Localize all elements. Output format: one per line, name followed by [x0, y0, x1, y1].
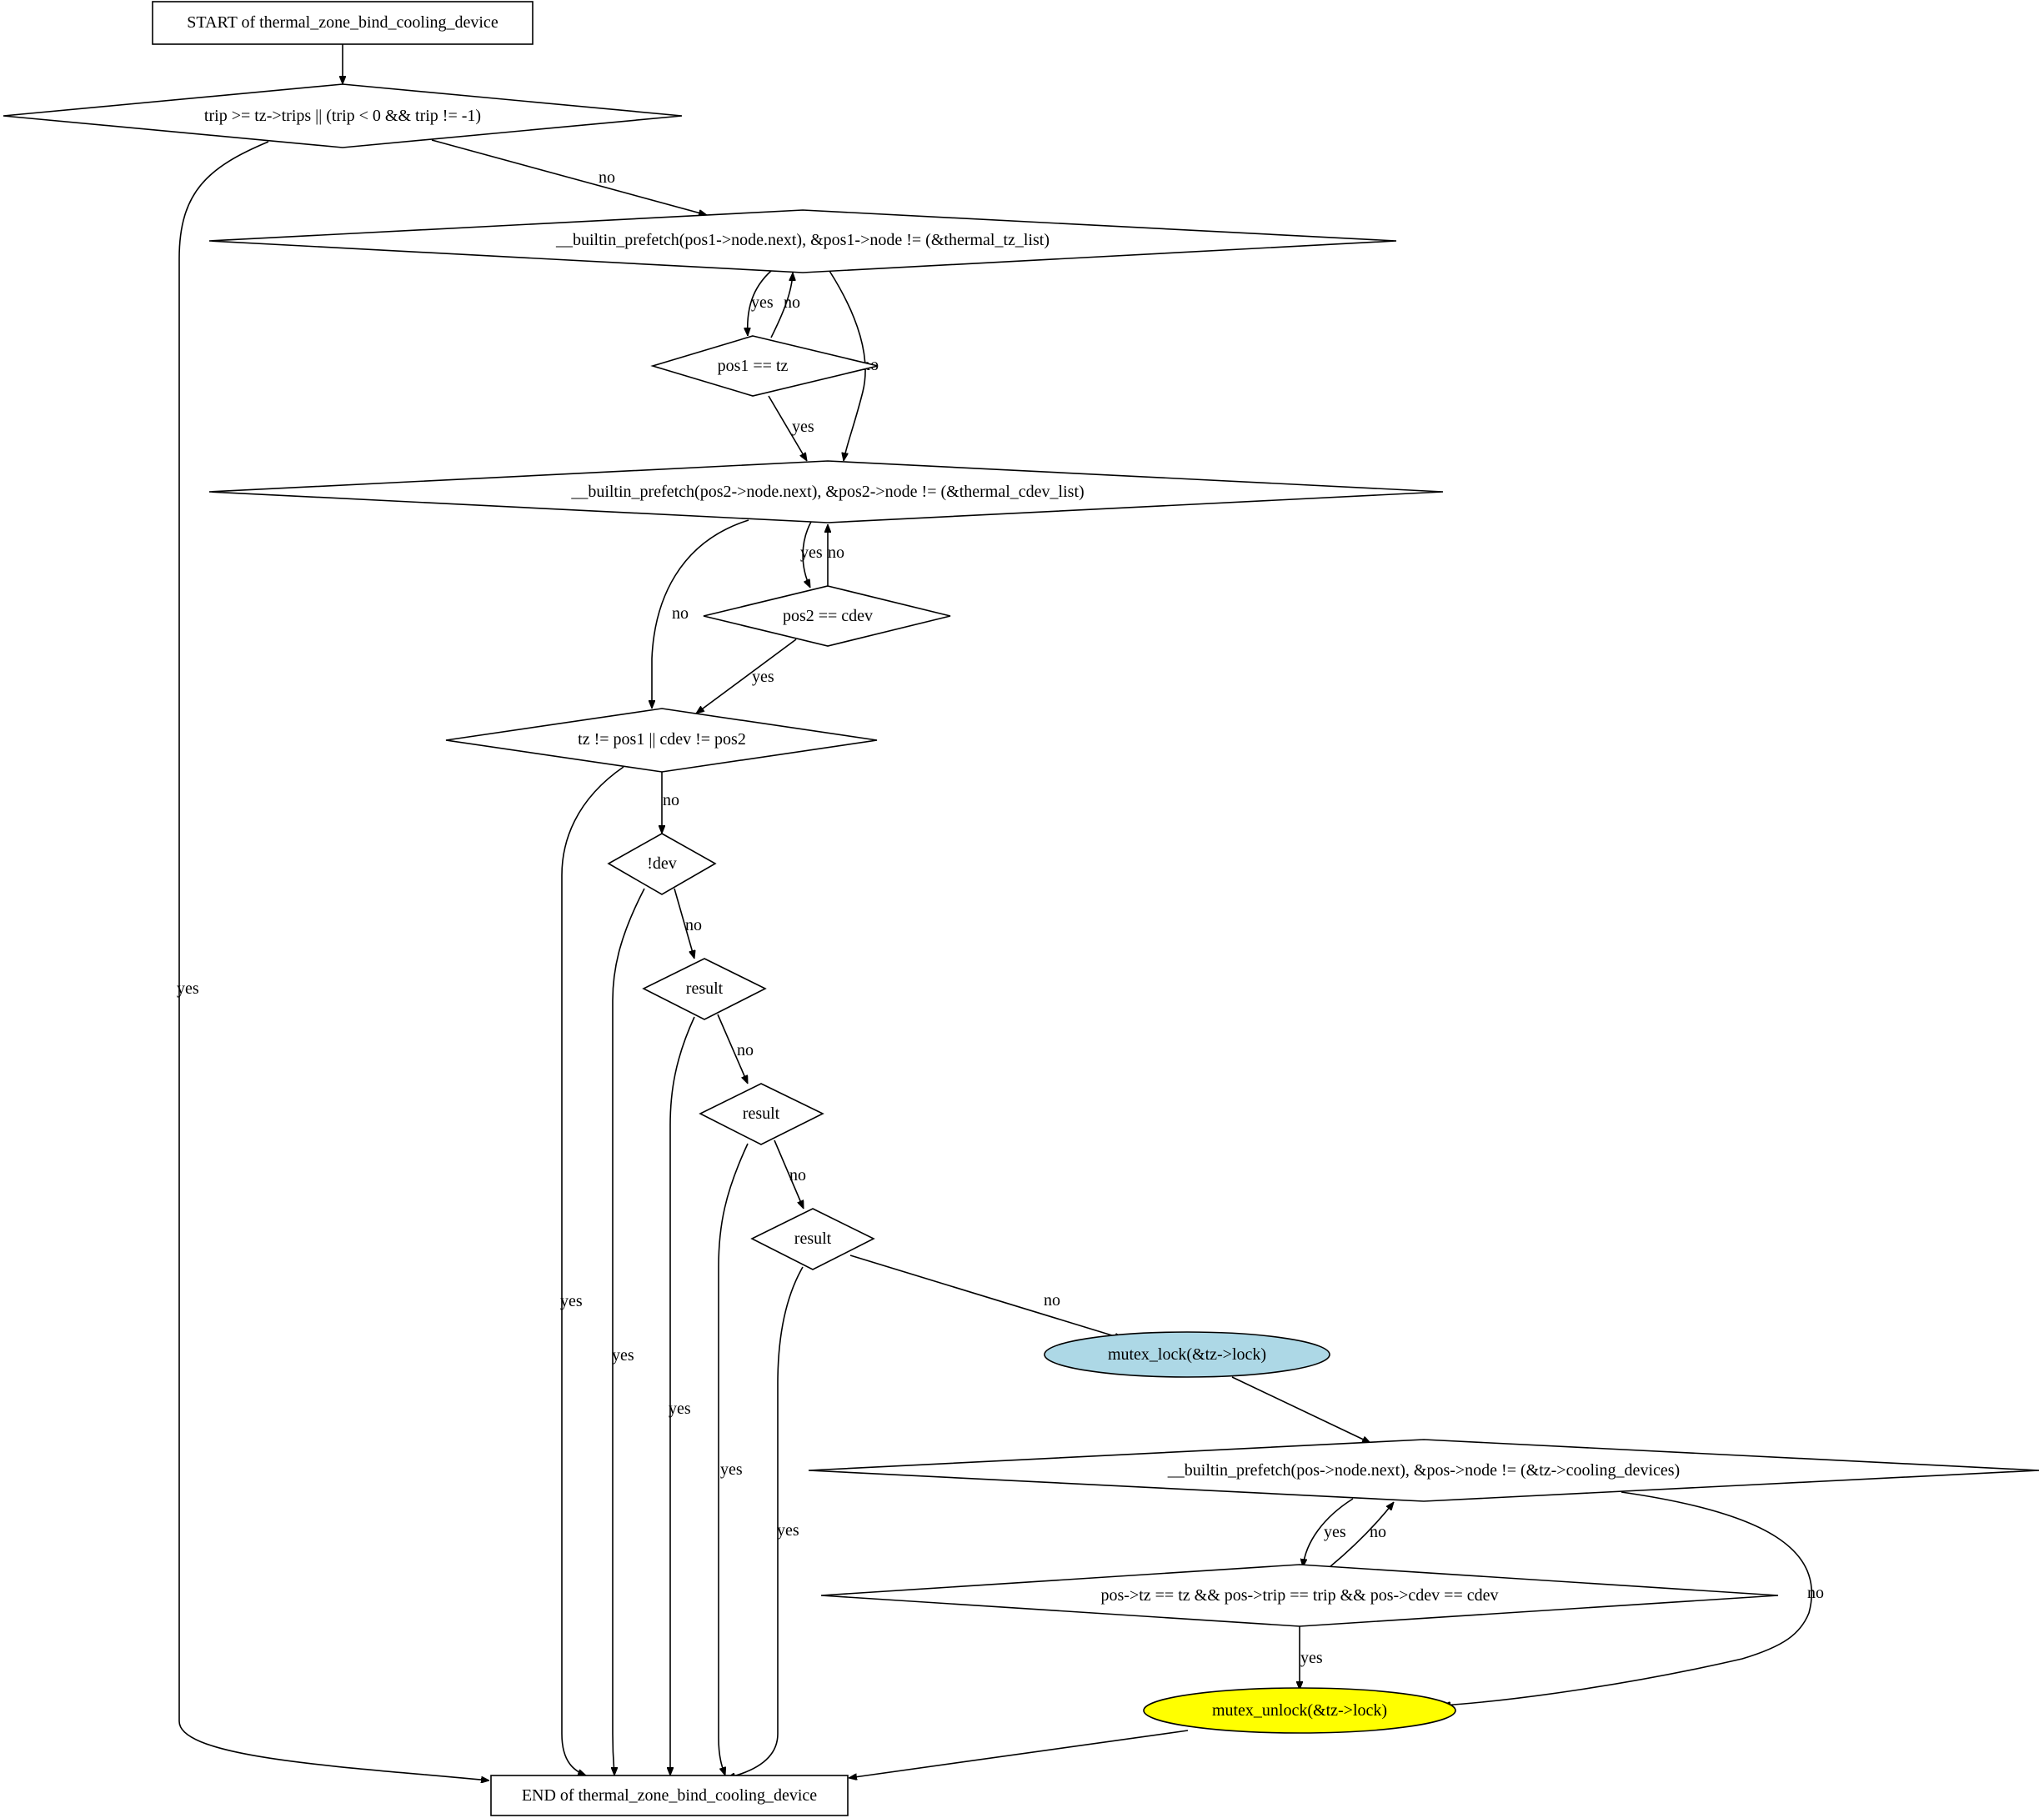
edge-label-posmatch-yes: yes: [1300, 1649, 1323, 1667]
edge-label-loopcdev-yes: yes: [800, 543, 823, 562]
edge-label-looppos-yes: yes: [1324, 1523, 1346, 1541]
edge-label-trip-yes: yes: [177, 979, 199, 998]
decision-pos2-equals-cdev-label: pos2 == cdev: [783, 607, 873, 625]
decision-pos1-equals-tz: pos1 == tz: [650, 335, 879, 397]
edge-label-result2-no: no: [789, 1166, 806, 1184]
decision-pos2-equals-cdev: pos2 == cdev: [703, 585, 951, 647]
edge-label-result3-no: no: [1044, 1291, 1060, 1310]
edge-label-trip-no: no: [599, 168, 615, 187]
edge-result2-no-to-result3: [774, 1139, 804, 1209]
edge-result3-no-to-lock: [849, 1255, 1123, 1339]
edge-label-result1-no: no: [737, 1041, 754, 1059]
decision-loop-cooling-devices: __builtin_prefetch(pos->node.next), &pos…: [808, 1439, 2040, 1502]
decision-result-3: result: [750, 1208, 875, 1270]
edge-looptz-no-to-loopcdev: [829, 270, 866, 461]
edge-label-looppos-no: no: [1807, 1584, 1824, 1602]
nodes: START of thermal_zone_bind_cooling_devic…: [3, 1, 2040, 1816]
decision-trip-check-label: trip >= tz->trips || (trip < 0 && trip !…: [204, 107, 481, 125]
edge-label-pos1-yes: yes: [792, 418, 814, 436]
edge-tzcdev-yes-to-end: [561, 766, 624, 1776]
decision-loop-cdev-list-label: __builtin_prefetch(pos2->node.next), &po…: [570, 483, 1084, 501]
decision-result-2-label: result: [743, 1104, 780, 1123]
edge-result1-no-to-result2: [717, 1014, 749, 1084]
edge-looppos-yes-to-posmatch: [1303, 1498, 1354, 1567]
decision-no-dev-label: !dev: [647, 854, 677, 873]
action-mutex-unlock: mutex_unlock(&tz->lock): [1143, 1687, 1456, 1734]
action-mutex-unlock-label: mutex_unlock(&tz->lock): [1212, 1701, 1387, 1720]
edge-label-looptz-yes: yes: [751, 293, 774, 312]
end-node: END of thermal_zone_bind_cooling_device: [490, 1775, 849, 1816]
edge-label-dev-no: no: [685, 916, 702, 934]
start-node-label: START of thermal_zone_bind_cooling_devic…: [187, 13, 498, 32]
edge-result2-yes-to-end: [718, 1143, 749, 1775]
edge-result3-yes-to-end: [727, 1266, 804, 1778]
action-mutex-lock-label: mutex_lock(&tz->lock): [1108, 1345, 1266, 1364]
decision-no-dev: !dev: [607, 833, 717, 895]
decision-trip-check: trip >= tz->trips || (trip < 0 && trip !…: [3, 83, 683, 148]
edge-dev-yes-to-end: [613, 888, 645, 1776]
decision-tz-cdev-mismatch-label: tz != pos1 || cdev != pos2: [578, 730, 746, 749]
edge-looptz-yes-to-pos1: [748, 270, 772, 336]
start-node: START of thermal_zone_bind_cooling_devic…: [152, 1, 534, 45]
edge-label-result2-yes: yes: [720, 1460, 743, 1479]
decision-pos-match-label: pos->tz == tz && pos->trip == trip && po…: [1101, 1586, 1499, 1605]
edge-label-result3-yes: yes: [777, 1521, 799, 1540]
edge-dev-no-to-result1: [674, 888, 694, 959]
edge-label-pos2-yes: yes: [752, 668, 774, 686]
action-mutex-lock: mutex_lock(&tz->lock): [1044, 1331, 1330, 1378]
decision-pos-match: pos->tz == tz && pos->trip == trip && po…: [820, 1564, 1779, 1627]
edge-label-tzcdev-yes: yes: [560, 1292, 583, 1310]
edge-label-pos2-no: no: [828, 543, 844, 562]
edge-label-loopcdev-no: no: [672, 604, 689, 623]
decision-result-1: result: [642, 958, 767, 1020]
decision-loop-cdev-list: __builtin_prefetch(pos2->node.next), &po…: [208, 460, 1444, 523]
decision-pos1-equals-tz-label: pos1 == tz: [718, 357, 789, 375]
edge-label-tzcdev-no: no: [663, 791, 679, 809]
edge-label-posmatch-no: no: [1370, 1523, 1386, 1541]
edge-pos2-yes-to-tzcdev: [696, 639, 797, 714]
end-node-label: END of thermal_zone_bind_cooling_device: [522, 1786, 817, 1805]
edge-posmatch-no-to-looppos: [1329, 1502, 1394, 1568]
edge-pos1-yes-to-loopcdev: [768, 395, 808, 461]
decision-result-1-label: result: [686, 979, 724, 998]
decision-loop-tz-list: __builtin_prefetch(pos1->node.next), &po…: [208, 209, 1397, 273]
decision-loop-tz-list-label: __builtin_prefetch(pos1->node.next), &po…: [555, 231, 1050, 249]
edge-label-pos1-no: no: [784, 293, 800, 312]
edge-loopcdev-yes-to-pos2: [802, 521, 812, 588]
edge-trip-yes-to-end: [178, 141, 489, 1780]
edge-looppos-no-to-unlock: [1442, 1491, 1813, 1705]
edge-lock-to-looppos: [1231, 1376, 1370, 1444]
edge-loopcdev-no-to-tzcdev: [652, 519, 749, 709]
edges: yes no yes no no yes yes no no yes no: [177, 44, 1824, 1780]
edge-pos1-no-to-looptz: [770, 273, 793, 338]
edge-result1-yes-to-end: [670, 1016, 695, 1775]
edge-trip-no-to-looptz: [431, 139, 707, 215]
edge-unlock-to-end: [849, 1730, 1189, 1778]
decision-result-3-label: result: [794, 1230, 832, 1248]
edge-label-dev-yes: yes: [612, 1346, 634, 1365]
edge-label-result1-yes: yes: [669, 1400, 691, 1418]
decision-result-2: result: [699, 1083, 824, 1145]
decision-tz-cdev-mismatch: tz != pos1 || cdev != pos2: [445, 708, 878, 773]
decision-loop-cooling-devices-label: __builtin_prefetch(pos->node.next), &pos…: [1167, 1461, 1680, 1480]
